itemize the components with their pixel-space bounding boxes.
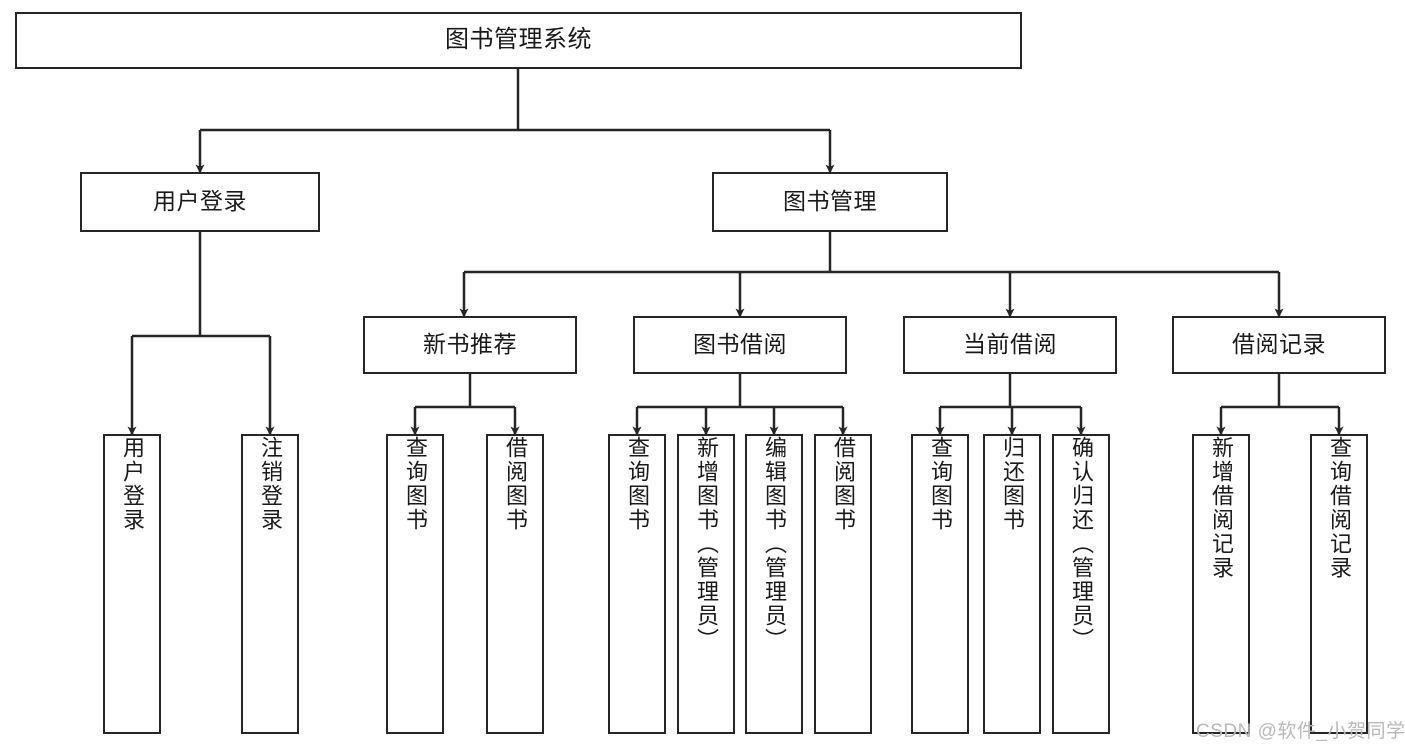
node-leaf-return-book[interactable]: 归还图书 (983, 434, 1041, 734)
node-label-leaf-query-book-3: 查询图书 (928, 436, 953, 532)
node-label-leaf-user-logout: 注销登录 (258, 436, 283, 532)
node-label-leaf-return-book: 归还图书 (1000, 436, 1025, 532)
node-leaf-add-book[interactable]: 新增图书（管理员） (677, 434, 735, 734)
node-leaf-user-login[interactable]: 用户登录 (103, 434, 161, 734)
node-leaf-query-book-3[interactable]: 查询图书 (911, 434, 969, 734)
node-label-root: 图书管理系统 (445, 26, 592, 54)
node-label-borrow-record: 借阅记录 (1232, 331, 1326, 358)
node-label-leaf-query-book-2: 查询图书 (625, 436, 650, 532)
node-leaf-edit-book[interactable]: 编辑图书（管理员） (745, 434, 803, 734)
node-label-user-login: 用户登录 (153, 188, 247, 215)
node-label-leaf-query-record: 查询借阅记录 (1327, 436, 1352, 580)
node-leaf-confirm-return[interactable]: 确认归还（管理员） (1052, 434, 1110, 734)
node-label-leaf-borrow-book-1: 借阅图书 (503, 436, 528, 532)
node-leaf-borrow-book-1[interactable]: 借阅图书 (486, 434, 544, 734)
node-label-book-borrow: 图书借阅 (693, 331, 787, 358)
node-label-book-manage: 图书管理 (783, 188, 877, 215)
node-label-leaf-query-book-1: 查询图书 (403, 436, 428, 532)
node-book-manage[interactable]: 图书管理 (712, 172, 948, 232)
node-root[interactable]: 图书管理系统 (15, 12, 1022, 69)
node-new-book-rec[interactable]: 新书推荐 (363, 316, 577, 374)
node-label-current-borrow: 当前借阅 (963, 331, 1057, 358)
node-label-leaf-add-book: 新增图书（管理员） (694, 436, 719, 652)
csdn-watermark: CSDN @软件_小贺同学 (1196, 721, 1405, 742)
node-label-leaf-confirm-return: 确认归还（管理员） (1069, 436, 1094, 652)
node-leaf-user-logout[interactable]: 注销登录 (241, 434, 299, 734)
node-label-leaf-add-record: 新增借阅记录 (1209, 436, 1234, 580)
node-user-login[interactable]: 用户登录 (80, 172, 320, 232)
node-leaf-query-book-2[interactable]: 查询图书 (608, 434, 666, 734)
node-label-leaf-borrow-book-2: 借阅图书 (831, 436, 856, 532)
node-book-borrow[interactable]: 图书借阅 (633, 316, 847, 374)
node-leaf-borrow-book-2[interactable]: 借阅图书 (814, 434, 872, 734)
node-current-borrow[interactable]: 当前借阅 (903, 316, 1117, 374)
node-label-new-book-rec: 新书推荐 (423, 331, 517, 358)
node-borrow-record[interactable]: 借阅记录 (1172, 316, 1386, 374)
node-leaf-add-record[interactable]: 新增借阅记录 (1192, 434, 1250, 734)
node-label-leaf-user-login: 用户登录 (120, 436, 145, 532)
node-leaf-query-book-1[interactable]: 查询图书 (386, 434, 444, 734)
node-leaf-query-record[interactable]: 查询借阅记录 (1310, 434, 1368, 734)
node-label-leaf-edit-book: 编辑图书（管理员） (762, 436, 787, 652)
